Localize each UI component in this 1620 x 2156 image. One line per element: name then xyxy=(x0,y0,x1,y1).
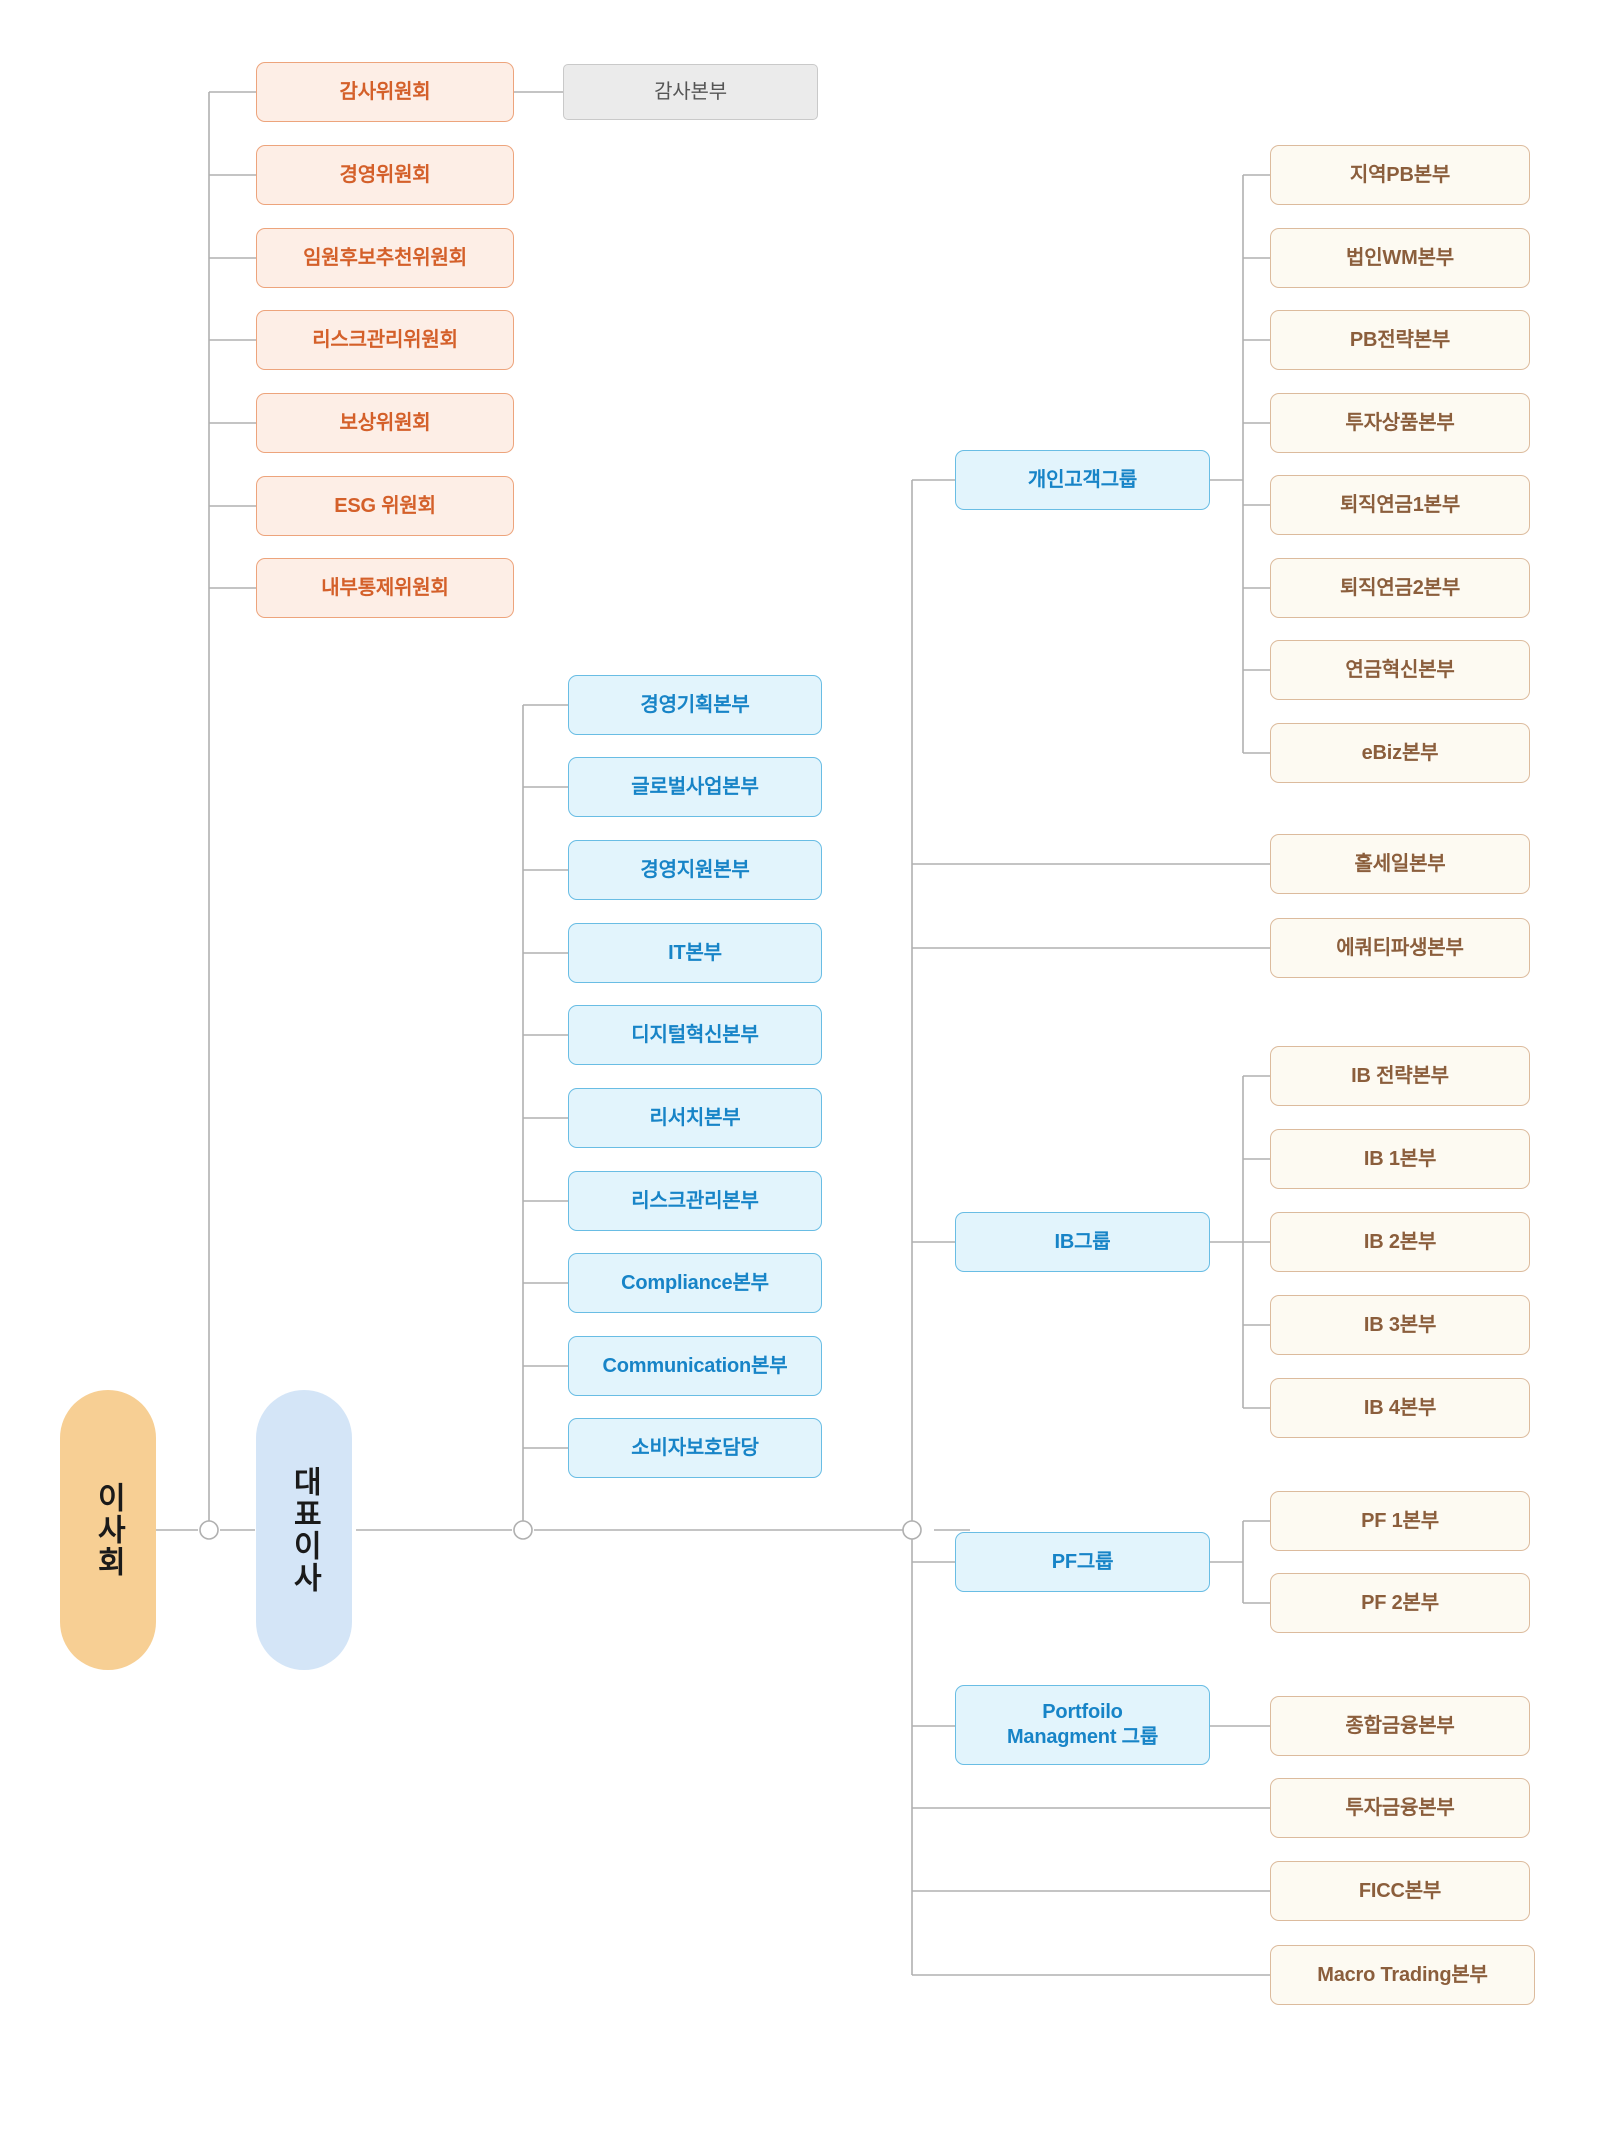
division-it[interactable]: IT본부 xyxy=(568,923,822,983)
division-compliance[interactable]: Compliance본부 xyxy=(568,1253,822,1313)
root-ceo[interactable]: 대표이사 xyxy=(256,1390,352,1670)
department-macro-trading[interactable]: Macro Trading본부 xyxy=(1270,1945,1535,2005)
department-corporate-wm[interactable]: 법인WM본부 xyxy=(1270,228,1530,288)
committee-esg[interactable]: ESG 위원회 xyxy=(256,476,514,536)
division-risk-management[interactable]: 리스크관리본부 xyxy=(568,1171,822,1231)
division-consumer-protection[interactable]: 소비자보호담당 xyxy=(568,1418,822,1478)
group-ib[interactable]: IB그룹 xyxy=(955,1212,1210,1272)
division-management-support[interactable]: 경영지원본부 xyxy=(568,840,822,900)
department-wholesale[interactable]: 홀세일본부 xyxy=(1270,834,1530,894)
department-retirement-pension-2[interactable]: 퇴직연금2본부 xyxy=(1270,558,1530,618)
group-portfolio-management[interactable]: Portfoilo Managment 그룹 xyxy=(955,1685,1210,1765)
group-portfolio-management-line2: Managment 그룹 xyxy=(1006,1726,1159,1748)
department-equity-derivatives[interactable]: 에쿼티파생본부 xyxy=(1270,918,1530,978)
department-investment-banking-finance[interactable]: 투자금융본부 xyxy=(1270,1778,1530,1838)
division-digital-innovation[interactable]: 디지털혁신본부 xyxy=(568,1005,822,1065)
division-communication[interactable]: Communication본부 xyxy=(568,1336,822,1396)
division-management-planning[interactable]: 경영기획본부 xyxy=(568,675,822,735)
department-ficc[interactable]: FICC본부 xyxy=(1270,1861,1530,1921)
committee-compensation[interactable]: 보상위원회 xyxy=(256,393,514,453)
group-pf[interactable]: PF그룹 xyxy=(955,1532,1210,1592)
group-portfolio-management-line1: Portfoilo xyxy=(1042,1701,1123,1723)
committee-management[interactable]: 경영위원회 xyxy=(256,145,514,205)
department-ib-strategy[interactable]: IB 전략본부 xyxy=(1270,1046,1530,1106)
department-regional-pb[interactable]: 지역PB본부 xyxy=(1270,145,1530,205)
department-ib-2[interactable]: IB 2본부 xyxy=(1270,1212,1530,1272)
department-ebiz[interactable]: eBiz본부 xyxy=(1270,723,1530,783)
group-personal-client[interactable]: 개인고객그룹 xyxy=(955,450,1210,510)
department-pf-2[interactable]: PF 2본부 xyxy=(1270,1573,1530,1633)
committee-audit[interactable]: 감사위원회 xyxy=(256,62,514,122)
department-pb-strategy[interactable]: PB전략본부 xyxy=(1270,310,1530,370)
committee-executive-nomination[interactable]: 임원후보추천위원회 xyxy=(256,228,514,288)
department-audit-hq[interactable]: 감사본부 xyxy=(563,64,818,120)
department-investment-products[interactable]: 투자상품본부 xyxy=(1270,393,1530,453)
department-comprehensive-finance[interactable]: 종합금융본부 xyxy=(1270,1696,1530,1756)
department-retirement-pension-1[interactable]: 퇴직연금1본부 xyxy=(1270,475,1530,535)
department-ib-3[interactable]: IB 3본부 xyxy=(1270,1295,1530,1355)
department-ib-1[interactable]: IB 1본부 xyxy=(1270,1129,1530,1189)
division-global-business[interactable]: 글로벌사업본부 xyxy=(568,757,822,817)
committee-risk-management[interactable]: 리스크관리위원회 xyxy=(256,310,514,370)
root-board-of-directors[interactable]: 이사회 xyxy=(60,1390,156,1670)
department-ib-4[interactable]: IB 4본부 xyxy=(1270,1378,1530,1438)
department-pf-1[interactable]: PF 1본부 xyxy=(1270,1491,1530,1551)
department-pension-innovation[interactable]: 연금혁신본부 xyxy=(1270,640,1530,700)
division-research[interactable]: 리서치본부 xyxy=(568,1088,822,1148)
committee-internal-control[interactable]: 내부통제위원회 xyxy=(256,558,514,618)
